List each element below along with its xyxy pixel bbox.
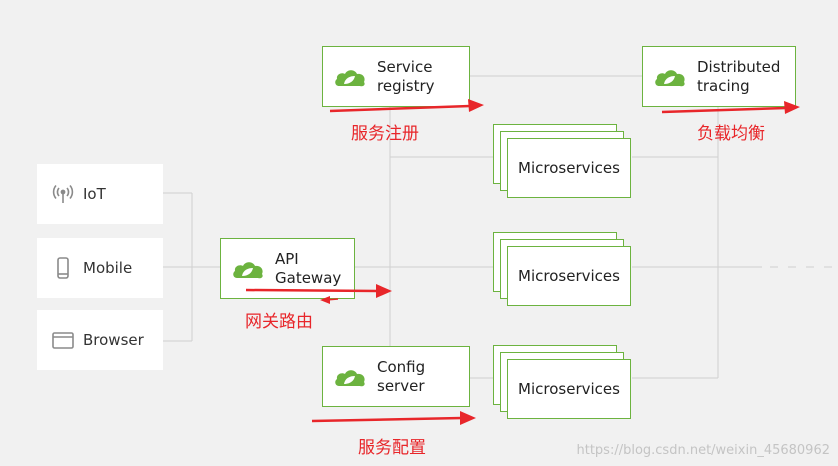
client-label: Browser — [83, 331, 144, 349]
tracing-annotation: 负载均衡 — [697, 124, 765, 144]
spring-leaf-icon — [335, 69, 365, 86]
spring-leaf-icon — [335, 369, 365, 386]
tracing-label: Distributed tracing — [697, 57, 781, 95]
registry-label: Service registry — [377, 57, 435, 95]
api-gateway-box: API Gateway — [220, 238, 355, 299]
distributed-tracing-box: Distributed tracing — [642, 46, 796, 107]
microservices-label: Microservices — [518, 380, 620, 398]
microservices-label: Microservices — [518, 159, 620, 177]
microservices-stack: Microservices — [493, 232, 631, 306]
client-browser: Browser — [37, 310, 163, 370]
antenna-icon — [51, 182, 75, 206]
registry-annotation: 服务注册 — [351, 124, 419, 144]
config-server-box: Config server — [322, 346, 470, 407]
watermark: https://blog.csdn.net/weixin_45680962 — [576, 443, 830, 458]
config-label: Config server — [377, 357, 426, 395]
client-label: Mobile — [83, 259, 133, 277]
client-iot: IoT — [37, 164, 163, 224]
spring-leaf-icon — [655, 69, 685, 86]
spring-leaf-icon — [233, 261, 263, 278]
mobile-phone-icon — [51, 256, 75, 280]
gateway-annotation: 网关路由 — [245, 312, 313, 332]
microservices-stack: Microservices — [493, 345, 631, 419]
client-label: IoT — [83, 185, 106, 203]
client-mobile: Mobile — [37, 238, 163, 298]
microservices-stack: Microservices — [493, 124, 631, 198]
service-registry-box: Service registry — [322, 46, 470, 107]
config-annotation: 服务配置 — [358, 438, 426, 458]
browser-window-icon — [51, 328, 75, 352]
gateway-label: API Gateway — [275, 249, 342, 287]
microservices-label: Microservices — [518, 267, 620, 285]
